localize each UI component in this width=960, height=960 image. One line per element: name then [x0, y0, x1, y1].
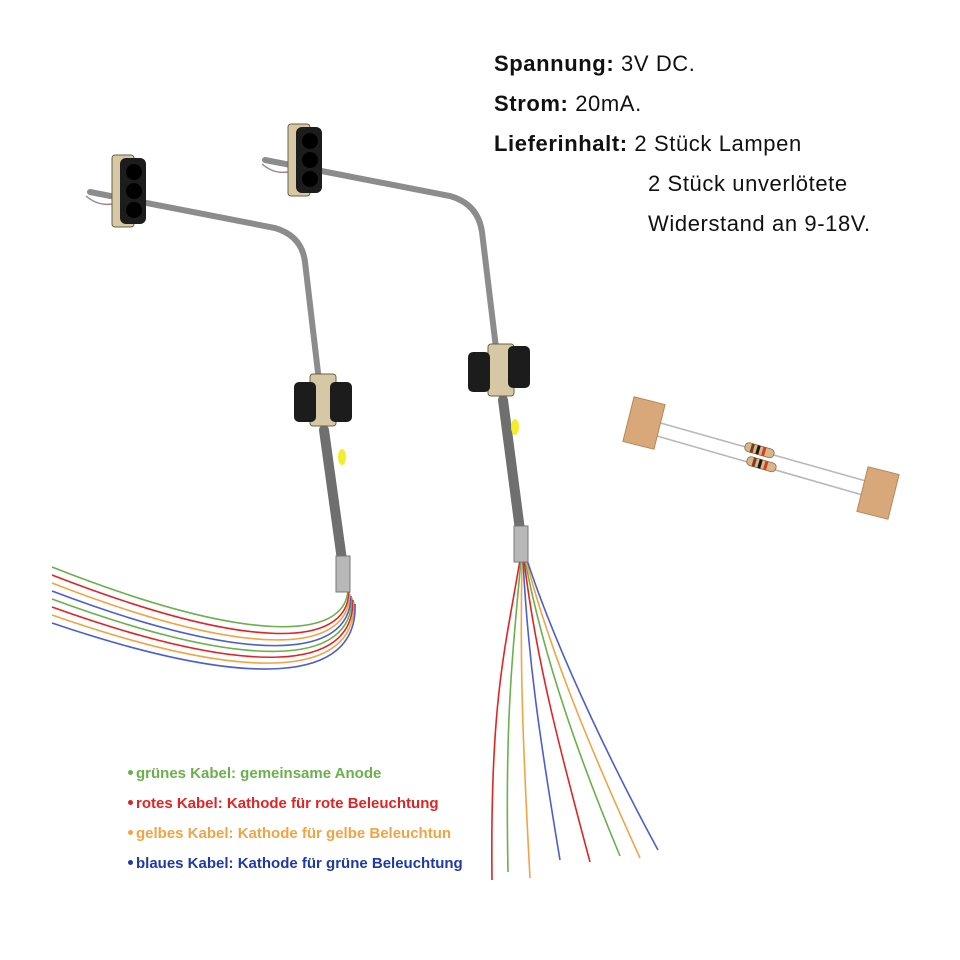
- resistor-1: [744, 442, 775, 459]
- spec-continuation: 2 Stück unverlötete: [648, 171, 848, 196]
- bullet-icon: [128, 799, 133, 805]
- spec-block: Spannung: 3V DC. Strom: 20mA. Lieferinha…: [494, 50, 870, 250]
- spec-value: 3V DC.: [614, 51, 696, 76]
- spec-label: Strom:: [494, 91, 569, 116]
- legend-red: rotes Kabel: Kathode für rote Beleuchtun…: [128, 794, 463, 824]
- spec-voltage: Spannung: 3V DC.: [494, 50, 802, 90]
- resistors: [622, 396, 900, 520]
- traffic-light-left: [51, 154, 356, 670]
- spec-label: Spannung:: [494, 51, 615, 76]
- tape-right: [856, 466, 900, 520]
- bullet-icon: [128, 859, 133, 865]
- wire-legend: grünes Kabel: gemeinsame Anode rotes Kab…: [128, 764, 463, 884]
- spec-current: Strom: 20mA.: [494, 90, 802, 130]
- legend-blue: blaues Kabel: Kathode für grüne Beleucht…: [128, 854, 463, 884]
- signal-head-left-top: [111, 154, 146, 228]
- pole-right: [262, 157, 521, 533]
- legend-text: rotes Kabel: Kathode für rote Beleuchtun…: [136, 795, 439, 812]
- signal-head-right-mid: [468, 343, 530, 397]
- spec-label: Lieferinhalt:: [494, 131, 628, 156]
- legend-yellow: gelbes Kabel: Kathode für gelbe Beleucht…: [128, 824, 463, 854]
- spec-continuation: Widerstand an 9-18V.: [648, 211, 871, 236]
- spec-contents-line-2: 2 Stück unverlötete: [494, 170, 847, 210]
- spec-contents-line-3: Widerstand an 9-18V.: [494, 210, 870, 250]
- legend-text: blaues Kabel: Kathode für grüne Beleucht…: [136, 855, 463, 872]
- signal-head-left-mid: [294, 373, 352, 427]
- spec-contents: Lieferinhalt: 2 Stück Lampen: [494, 130, 802, 170]
- pole-left: [87, 189, 343, 563]
- traffic-light-right: [261, 123, 659, 881]
- tape-left: [622, 396, 666, 450]
- bullet-icon: [128, 829, 133, 835]
- bullet-icon: [128, 769, 133, 775]
- signal-head-right-top: [287, 123, 322, 197]
- spec-value: 20mA.: [568, 91, 642, 116]
- wires-left: [51, 566, 356, 670]
- resistor-2: [746, 456, 777, 473]
- legend-green: grünes Kabel: gemeinsame Anode: [128, 764, 463, 794]
- spec-value: 2 Stück Lampen: [627, 131, 802, 156]
- legend-text: grünes Kabel: gemeinsame Anode: [136, 765, 382, 782]
- legend-text: gelbes Kabel: Kathode für gelbe Beleucht…: [136, 825, 452, 842]
- wires-right: [491, 559, 659, 881]
